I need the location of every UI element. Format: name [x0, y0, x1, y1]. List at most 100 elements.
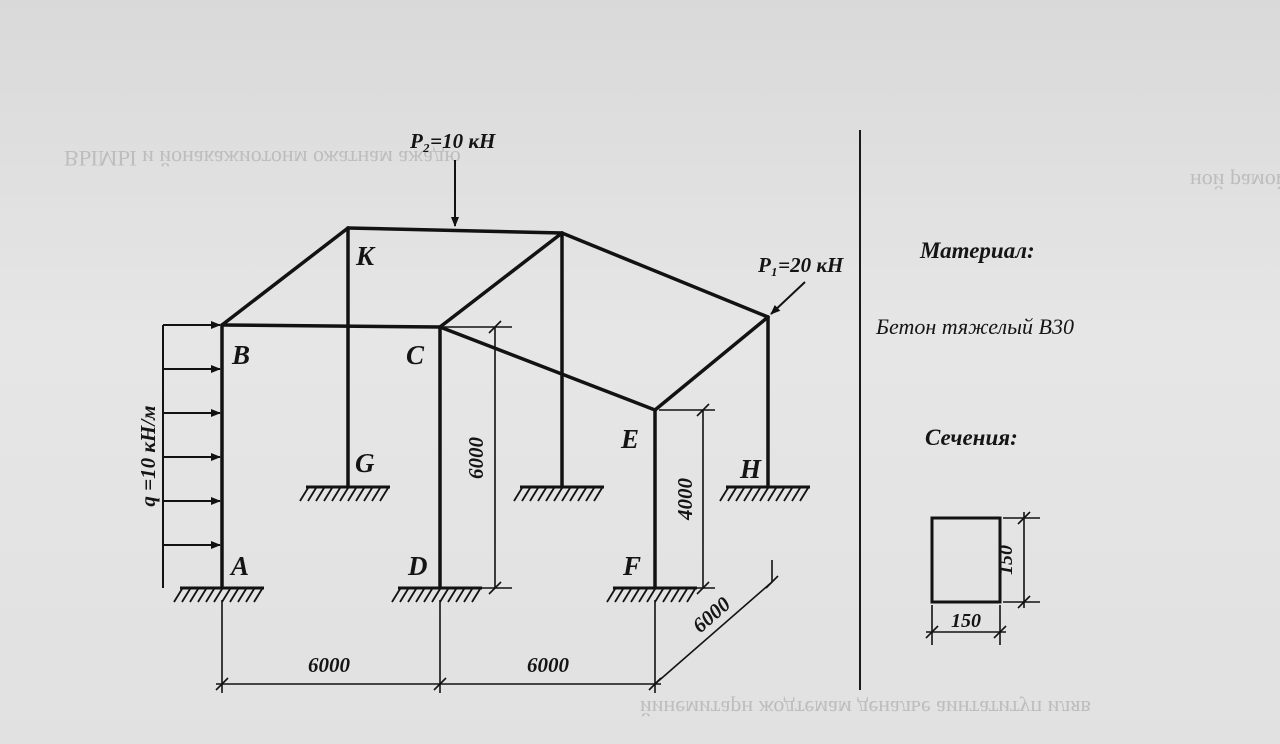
beam-ce	[438, 325, 657, 412]
support-hatch	[759, 487, 769, 502]
support-hatch	[379, 487, 389, 502]
support-rear-middle	[513, 485, 604, 502]
support-hatch	[415, 588, 425, 603]
dim-line-depth	[654, 581, 773, 685]
support-f	[606, 586, 697, 603]
support-hatch	[799, 487, 809, 502]
support-hatch	[307, 487, 317, 502]
support-hatch	[323, 487, 333, 502]
support-hatch	[743, 487, 753, 502]
support-hatch	[399, 588, 409, 603]
support-a	[173, 586, 264, 603]
support-hatch	[197, 588, 207, 603]
support-hatch	[331, 487, 341, 502]
dim-tick-depth	[765, 575, 779, 589]
support-hatch	[686, 588, 696, 603]
dim-label-span-2: 6000	[527, 653, 570, 677]
section-tick-bottom	[1017, 595, 1031, 609]
dim-tick-d	[433, 677, 447, 691]
support-hatch	[431, 588, 441, 603]
section-dimensions	[925, 511, 1040, 645]
dim-tick-a	[215, 677, 229, 691]
support-hatch	[299, 487, 309, 502]
dim-tick-e	[696, 403, 710, 417]
support-hatch	[521, 487, 531, 502]
p1-load-arrow	[770, 281, 806, 315]
support-hatch	[213, 588, 223, 603]
support-hatch	[237, 588, 247, 603]
support-hatch	[569, 487, 579, 502]
beam-bk	[220, 226, 350, 327]
support-hatch	[229, 588, 239, 603]
support-hatch	[593, 487, 603, 502]
beam-bc	[220, 323, 442, 329]
support-hatch	[407, 588, 417, 603]
section-tick-right	[993, 625, 1007, 639]
beam-k-rear	[346, 226, 564, 235]
beam-eh	[653, 315, 770, 412]
support-hatch	[315, 487, 325, 502]
dim-tick-f2	[696, 581, 710, 595]
support-g	[299, 485, 390, 502]
node-label-g: G	[355, 448, 375, 478]
support-hatch	[654, 588, 664, 603]
support-hatch	[622, 588, 632, 603]
node-label-b: B	[231, 340, 250, 370]
support-hatch	[253, 588, 263, 603]
node-label-h: H	[739, 454, 762, 484]
material-heading: Материал:	[920, 238, 1035, 263]
dim-tick-d2	[488, 581, 502, 595]
p2-label: P₂=10 кН	[409, 129, 496, 153]
support-hatch	[439, 588, 449, 603]
support-hatch	[791, 487, 801, 502]
support-hatch	[173, 588, 183, 603]
section-rectangle	[930, 516, 1002, 604]
section-width-label: 150	[951, 610, 981, 632]
section-heading: Сечения:	[925, 425, 1018, 450]
dim-label-depth: 6000	[688, 592, 736, 638]
support-hatch	[614, 588, 624, 603]
dim-label-span-1: 6000	[308, 653, 351, 677]
support-hatch	[529, 487, 539, 502]
support-hatch	[630, 588, 640, 603]
dimension-lines	[215, 320, 779, 693]
support-hatch	[585, 487, 595, 502]
support-hatch	[189, 588, 199, 603]
support-hatch	[245, 588, 255, 603]
dim-tick-c	[488, 320, 502, 334]
load-arrows	[163, 321, 221, 549]
support-hatch	[537, 487, 547, 502]
cross-section: 150 150	[925, 511, 1040, 645]
frame-members	[220, 226, 770, 590]
support-hatch	[751, 487, 761, 502]
support-hatch	[783, 487, 793, 502]
node-label-f: F	[622, 551, 641, 581]
support-hatch	[181, 588, 191, 603]
support-hatch	[205, 588, 215, 603]
support-hatch	[775, 487, 785, 502]
support-hatch	[221, 588, 231, 603]
support-hatch	[347, 487, 357, 502]
support-hatch	[638, 588, 648, 603]
beam-c-rear	[438, 231, 564, 329]
dim-label-height-e: 4000	[673, 478, 697, 522]
node-label-k: K	[355, 241, 376, 271]
support-d	[391, 586, 482, 603]
support-hatch	[463, 588, 473, 603]
support-hatch	[447, 588, 457, 603]
support-hatch	[513, 487, 523, 502]
support-hatch	[767, 487, 777, 502]
node-label-c: C	[406, 340, 425, 370]
support-hatch	[339, 487, 349, 502]
support-hatch	[371, 487, 381, 502]
beam-rear-h	[560, 231, 770, 319]
support-hatch	[646, 588, 656, 603]
dim-label-height-c: 6000	[464, 437, 488, 480]
support-hatch	[678, 588, 688, 603]
support-hatch	[606, 588, 616, 603]
distributed-load-q	[162, 321, 221, 588]
support-hatch	[577, 487, 587, 502]
node-label-e: E	[620, 424, 639, 454]
support-hatch	[391, 588, 401, 603]
